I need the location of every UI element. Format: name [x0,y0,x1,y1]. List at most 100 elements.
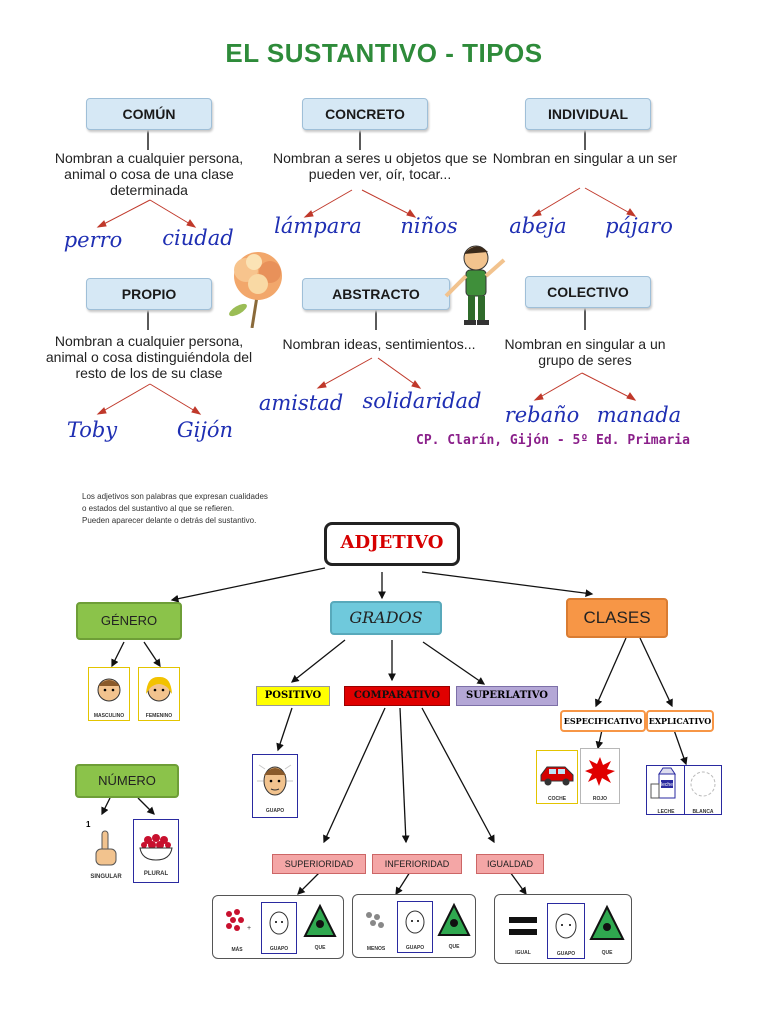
igualdad-group: IGUAL GUAPO QUE [494,894,632,964]
intro-line: o estados del sustantivo al que se refie… [82,504,235,513]
few-dots-icon [366,912,384,928]
car-icon [540,766,574,786]
example-rebano: rebaño [504,403,580,427]
card-caption: QUE [601,950,613,956]
desc-individual: Nombran en singular a un ser [492,150,678,166]
guapo-card: GUAPO [252,754,298,818]
number-one: 1 [86,820,91,829]
intro-line: Pueden aparecer delante o detrás del sus… [82,516,257,525]
sustantivo-connectors [96,128,637,415]
card-caption: COCHE [547,796,567,802]
inferioridad-tag: INFERIORIDAD [372,854,462,874]
que-triangle-icon [303,903,337,937]
example-abeja: abeja [509,214,567,238]
card-caption: MENOS [366,946,386,952]
type-box-abstracto: ABSTRACTO [302,278,450,310]
white-splash-icon [690,771,716,797]
que-card: QUE [437,901,471,951]
desc-abstracto: Nombran ideas, sentimientos... [282,336,476,352]
superioridad-group: + MÁS GUAPO QUE [212,895,344,959]
positivo-tag: POSITIVO [256,686,330,706]
guapo-card: GUAPO [261,902,297,954]
menos-card: MENOS [359,903,393,952]
card-caption: GUAPO [556,951,576,957]
adjetivo-connectors [101,567,688,896]
igualdad-tag: IGUALDAD [476,854,544,874]
type-box-concreto: CONCRETO [302,98,428,130]
sustantivo-title: EL SUSTANTIVO - TIPOS [225,38,543,68]
handsome-face-icon [555,913,577,939]
example-pajaro: pájaro [605,214,673,238]
equals-icon [509,917,537,935]
especificativo-tag: ESPECIFICATIVO [560,710,646,732]
card-caption: BLANCA [692,809,714,815]
card-caption: LECHE [657,809,675,815]
que-card: QUE [589,903,625,957]
plural-card: PLURAL [133,819,179,883]
clases-box: CLASES [566,598,668,638]
card-caption: SINGULAR [90,874,122,880]
intro-line: Los adjetivos son palabras que expresan … [82,492,268,501]
igual-card: IGUAL [503,905,543,956]
rojo-card: ROJO [580,748,620,804]
adjetivo-title-box: ADJETIVO [324,522,460,566]
red-splash-icon [585,757,615,786]
type-box-propio: PROPIO [86,278,212,310]
que-triangle-icon [589,904,625,940]
singular-card: 1 SINGULAR [86,820,126,882]
card-caption: ROJO [592,796,608,802]
desc-concreto: Nombran a seres u objetos que se pueden … [272,150,487,182]
mas-card: + MÁS [221,904,253,953]
blanca-card: BLANCA [684,765,722,815]
type-box-individual: INDIVIDUAL [525,98,651,130]
card-caption: IGUAL [515,950,531,956]
explicativo-tag: EXPLICATIVO [646,710,714,732]
example-toby: Toby [66,418,118,442]
svg-text:+: + [247,925,251,932]
example-perro: perro [63,228,123,252]
superioridad-tag: SUPERIORIDAD [272,854,366,874]
many-dots-icon: + [226,909,251,932]
example-manada: manada [596,403,682,427]
desc-propio: Nombran a cualquier persona, animal o co… [45,333,253,381]
card-caption: PLURAL [143,871,169,877]
card-caption: QUE [448,944,460,950]
card-caption: MÁS [231,947,243,953]
milk-carton-icon: leche [650,767,676,799]
comparativo-tag: COMPARATIVO [344,686,450,706]
coche-card: COCHE [536,750,578,804]
type-box-colectivo: COLECTIVO [525,276,651,308]
desc-comun: Nombran a cualquier persona, animal o co… [54,150,244,198]
femenino-card: FEMENINO [138,667,180,721]
card-caption: GUAPO [405,945,425,951]
guapo-card: GUAPO [397,901,433,953]
example-amistad: amistad [258,391,344,415]
que-triangle-icon [437,902,471,936]
example-ciudad: ciudad [162,226,234,250]
card-caption: FEMENINO [145,713,173,719]
grados-box: GRADOS [330,601,442,635]
desc-colectivo: Nombran en singular a un grupo de seres [504,336,666,368]
boy-icon [444,245,506,325]
example-ninos: niños [400,214,458,238]
superlativo-tag: SUPERLATIVO [456,686,558,706]
fruit-bowl-icon [139,834,173,861]
girl-face-icon [146,676,172,702]
card-caption: QUE [314,945,326,951]
guapo-card: GUAPO [547,903,585,959]
type-box-comun: COMÚN [86,98,212,130]
handsome-face-icon [405,910,425,934]
inferioridad-group: MENOS GUAPO QUE [352,894,476,958]
numero-box: NÚMERO [75,764,179,798]
example-solidaridad: solidaridad [362,389,482,413]
credit-line: CP. Clarín, Gijón - 5º Ed. Primaria [416,433,690,448]
example-gijon: Gijón [176,418,234,442]
adjetivo-intro: Los adjetivos son palabras que expresan … [82,491,342,527]
milk-carton-label: leche [661,782,673,788]
handsome-face-icon [269,911,289,935]
genero-box: GÉNERO [76,602,182,640]
flower-icon [229,252,282,328]
que-card: QUE [303,902,337,952]
card-caption: GUAPO [265,808,285,814]
masculino-card: MASCULINO [88,667,130,721]
